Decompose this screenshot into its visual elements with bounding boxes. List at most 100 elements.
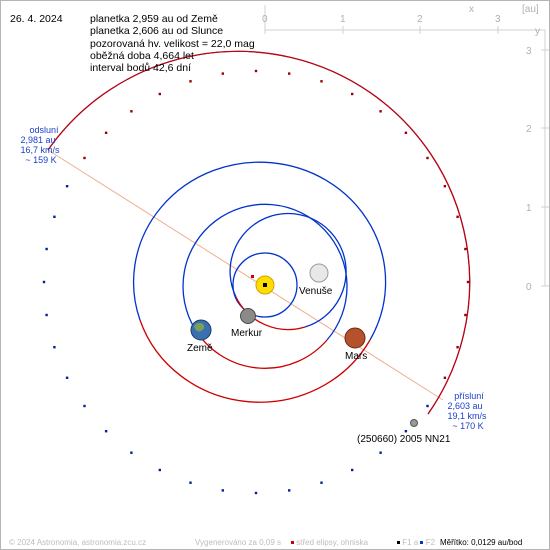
legend-f1-marker-icon — [397, 541, 400, 545]
asteroid-position-dot — [189, 80, 192, 83]
asteroid-orbit-blue-arc — [47, 50, 471, 415]
aphelion-title: odsluní — [29, 125, 59, 135]
asteroid-position-dot — [104, 430, 108, 433]
asteroid-position-dot — [426, 156, 429, 160]
x-axis-label: x — [469, 4, 474, 15]
asteroid-position-dot — [379, 451, 382, 454]
venus-label: Venuše — [299, 286, 333, 297]
venus-orbit-red — [235, 296, 306, 331]
asteroid-position-dot — [130, 451, 133, 454]
y-tick-label: 3 — [526, 46, 532, 57]
asteroid-position-dot — [254, 491, 258, 495]
scale-label: Měřítko: 0,0129 au/bod — [440, 538, 523, 547]
asteroid-position-dot — [288, 72, 291, 75]
asteroid-position-dot — [379, 110, 382, 113]
aphelion-distance: 2,981 au — [20, 135, 55, 145]
asteroid-position-dot — [443, 376, 447, 379]
x-tick-label: 1 — [340, 14, 346, 25]
perihelion-distance: 2,603 au — [447, 401, 482, 411]
earth-label: Země — [187, 343, 213, 354]
asteroid-position-dot — [456, 215, 459, 218]
asteroid-orbit-red-arc — [47, 50, 471, 415]
legend-f2-label: F2 — [425, 538, 436, 547]
aphelion-speed: 16,7 km/s — [20, 145, 60, 155]
asteroid-position-dot — [42, 280, 46, 284]
asteroid-position-dot — [254, 69, 258, 73]
y-tick-label: 1 — [526, 203, 532, 214]
aphelion-temperature: ~ 159 K — [25, 155, 56, 165]
asteroid-position-dot — [221, 72, 224, 75]
asteroid-position-dot — [158, 468, 161, 472]
mercury-icon — [240, 308, 256, 324]
legend-f1-label: F1 a — [402, 538, 419, 547]
asteroid-position-dot — [456, 346, 459, 349]
asteroid-position-dot — [426, 404, 429, 408]
mars-label: Mars — [345, 351, 367, 362]
perihelion-speed: 19,1 km/s — [447, 411, 487, 421]
mercury-orbit — [232, 252, 298, 318]
asteroid-position-dot — [158, 92, 161, 96]
info-line-magnitude: pozorovaná hv. velikost = 22,0 mag — [90, 37, 255, 50]
asteroid-position-dot — [53, 215, 56, 218]
focus-f1-marker — [263, 283, 267, 287]
asteroid-position-dot — [320, 481, 323, 484]
x-tick-label: 3 — [495, 14, 501, 25]
asteroid-position-dot — [464, 313, 467, 317]
legend-center: střed elipsy, ohniska — [291, 538, 368, 547]
copyright-link[interactable]: © 2024 Astronomia, astronomia.zcu.cz — [9, 538, 147, 547]
asteroid-position-dot — [351, 468, 354, 472]
asteroid-label: (250660) 2005 NN21 — [357, 434, 451, 445]
mercury-label: Merkur — [231, 328, 263, 339]
asteroid-position-dot — [45, 247, 48, 251]
asteroid-position-dot — [404, 430, 408, 433]
asteroid-position-dot — [189, 481, 192, 484]
y-tick-label: 2 — [526, 124, 532, 135]
asteroid-position-dot — [221, 489, 224, 492]
asteroid-position-dot — [104, 131, 108, 134]
earth-orbit-red — [194, 328, 328, 369]
earth-continent — [194, 322, 205, 332]
legend-center-label: střed elipsy, ohniska — [296, 538, 369, 547]
info-line-distance-sun: planetka 2,606 au od Slunce — [90, 25, 224, 38]
date-label: 26. 4. 2024 — [10, 13, 63, 25]
x-tick-label: 0 — [262, 14, 268, 25]
perihelion-info: přísluní 2,603 au 19,1 km/s ~ 170 K — [447, 391, 487, 431]
legend-foci: F1 a F2 — [397, 538, 435, 547]
info-line-distance-earth: planetka 2,959 au od Země — [90, 13, 218, 25]
asteroid-position-dots — [42, 69, 470, 495]
y-axis-label: y — [535, 26, 540, 37]
earth-orbit-blue — [182, 203, 348, 341]
asteroid-position-dot — [466, 280, 470, 284]
aphelion-info: odsluní 2,981 au 16,7 km/s ~ 159 K — [20, 125, 60, 165]
mars-icon — [344, 327, 366, 349]
venus-icon — [309, 263, 329, 283]
asteroid-position-dot — [288, 489, 291, 492]
apsis-line — [47, 149, 444, 401]
generation-time: Vygenerováno za 0,09 s — [195, 538, 281, 547]
asteroid-position-dot — [464, 247, 467, 251]
asteroid-position-dot — [83, 404, 86, 408]
y-tick-label: 0 — [526, 282, 532, 293]
asteroid-icon — [410, 419, 418, 427]
legend-f2-marker-icon — [420, 541, 424, 545]
mars-orbit-blue — [132, 161, 387, 341]
x-tick-label: 2 — [417, 14, 423, 25]
asteroid-position-dot — [53, 346, 56, 349]
asteroid-position-dot — [320, 80, 323, 83]
info-line-interval: interval bodů 42,6 dní — [90, 62, 191, 75]
asteroid-position-dot — [443, 185, 447, 188]
info-line-period: oběžná doba 4,664 let — [90, 49, 194, 62]
planet-orbits — [132, 161, 387, 403]
asteroid-position-dot — [65, 185, 69, 188]
legend-red-marker-icon — [291, 541, 294, 545]
asteroid-position-dot — [65, 376, 69, 379]
asteroid-position-dot — [404, 131, 408, 134]
asteroid-position-dot — [45, 313, 48, 317]
ellipse-center-marker — [251, 275, 254, 278]
perihelion-title: přísluní — [454, 391, 484, 401]
asteroid-position-dot — [130, 110, 133, 113]
perihelion-temperature: ~ 170 K — [452, 421, 483, 431]
asteroid-position-dot — [83, 156, 86, 160]
unit-label: [au] — [522, 4, 539, 15]
